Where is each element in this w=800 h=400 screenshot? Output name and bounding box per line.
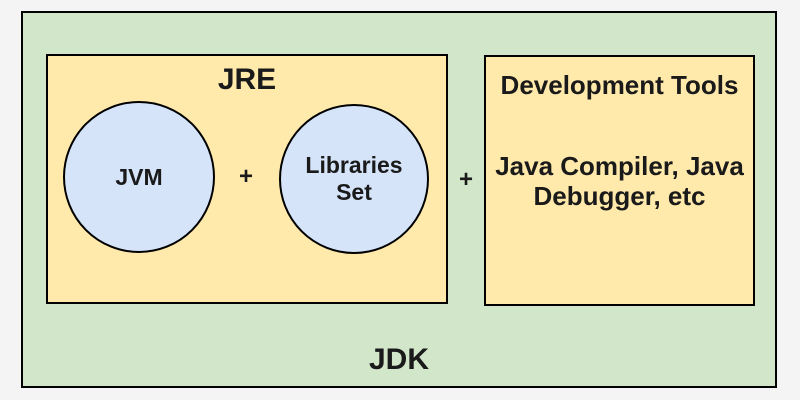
- development-tools-body-line1: Java Compiler, Java: [495, 150, 744, 181]
- plus-jre-devtools: +: [458, 166, 474, 193]
- development-tools-box: Development Tools Java Compiler, Java De…: [484, 55, 755, 306]
- libraries-circle: Libraries Set: [279, 104, 429, 254]
- plus-jvm-libraries: +: [238, 163, 254, 190]
- libraries-label: Libraries Set: [305, 152, 403, 205]
- jvm-label: JVM: [115, 163, 163, 190]
- development-tools-body-line2: Debugger, etc: [533, 180, 706, 211]
- development-tools-body: Java Compiler, Java Debugger, etc: [486, 151, 753, 211]
- jvm-circle: JVM: [63, 101, 215, 253]
- development-tools-title: Development Tools: [500, 70, 739, 100]
- jre-box: JRE JVM + Libraries Set: [46, 54, 448, 304]
- jdk-container-box: JRE JVM + Libraries Set + Development To…: [21, 11, 777, 388]
- jre-title: JRE: [217, 63, 277, 96]
- jdk-label: JDK: [368, 343, 429, 376]
